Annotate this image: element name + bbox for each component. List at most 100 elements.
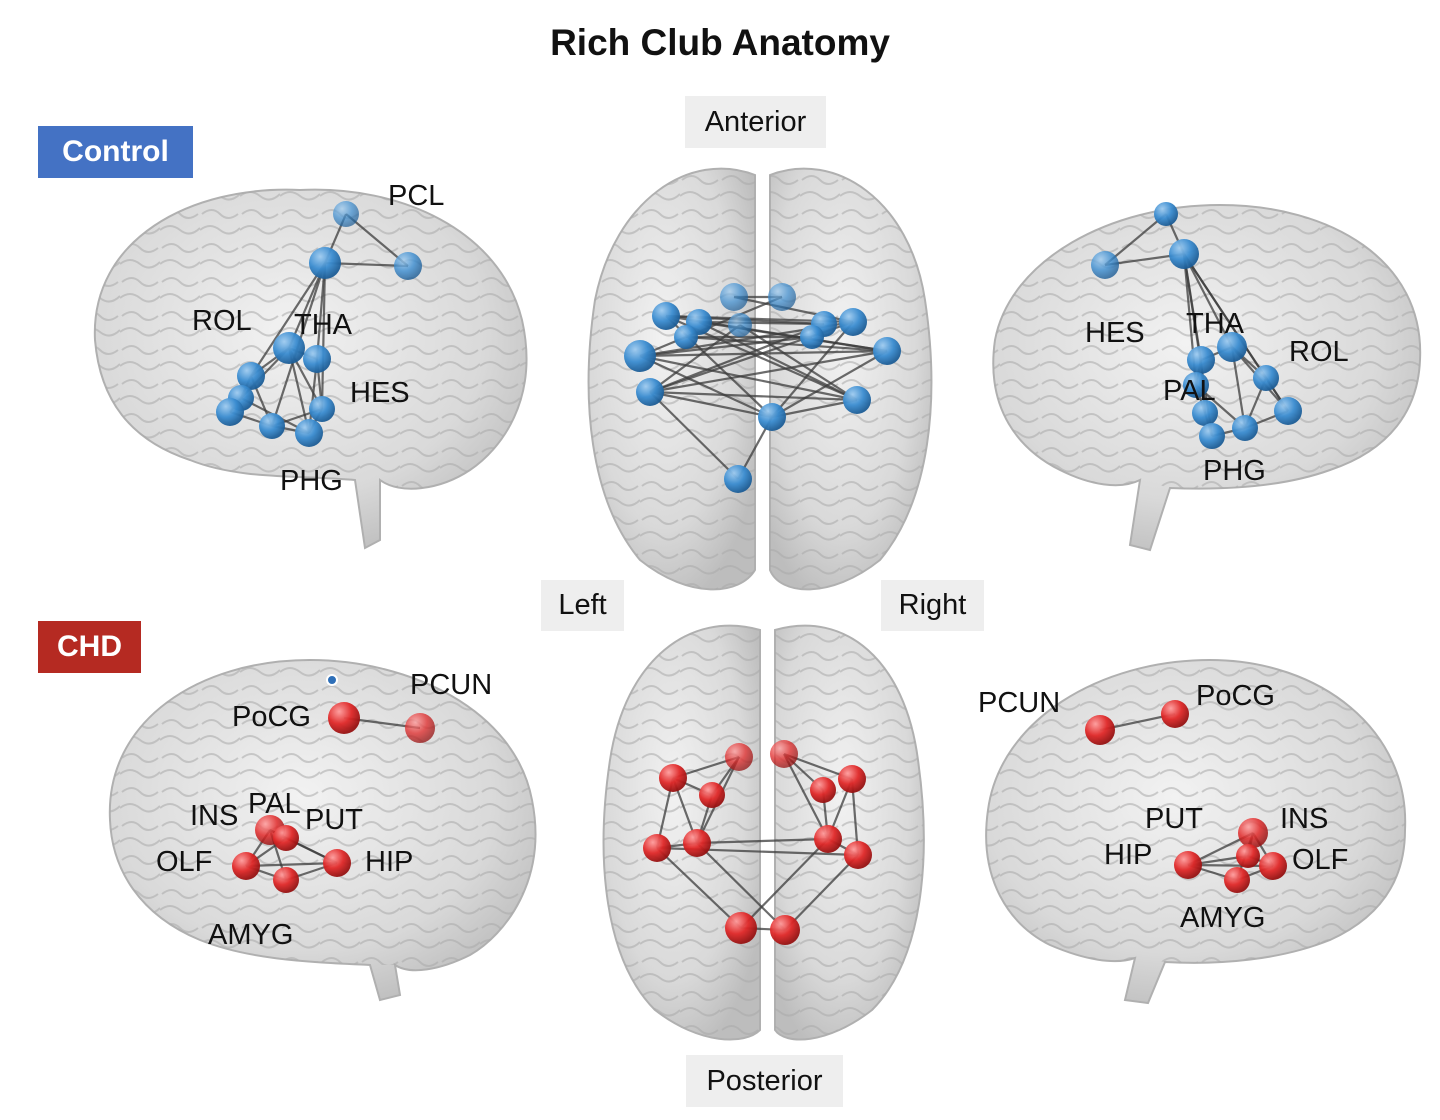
network-edge xyxy=(649,322,825,394)
network-node xyxy=(273,825,299,851)
network-node xyxy=(724,465,752,493)
network-node xyxy=(1199,423,1225,449)
network-edge xyxy=(649,324,741,393)
chd-group-badge: CHD xyxy=(38,621,141,673)
network-node xyxy=(323,849,351,877)
network-node xyxy=(1253,365,1279,391)
region-label-pocg: PoCG xyxy=(232,701,311,733)
network-edge xyxy=(649,390,858,402)
network-edge xyxy=(245,861,338,868)
network-node xyxy=(405,713,435,743)
network-node xyxy=(674,325,698,349)
region-label-hes: HES xyxy=(350,377,410,409)
region-label-phg: PHG xyxy=(1203,455,1266,487)
network-node xyxy=(1224,867,1250,893)
network-edge xyxy=(649,391,739,480)
chd-left-network xyxy=(232,702,435,893)
network-node xyxy=(216,398,244,426)
region-label-pcun: PCUN xyxy=(410,669,493,701)
chd-inferior-brain xyxy=(602,624,925,1041)
network-node xyxy=(1154,202,1178,226)
network-edge xyxy=(639,354,858,402)
network-node xyxy=(699,782,725,808)
network-node xyxy=(814,825,842,853)
network-edge xyxy=(771,321,854,418)
network-node xyxy=(1174,851,1202,879)
small-blue-dot-marker xyxy=(326,674,338,686)
region-label-pocg: PoCG xyxy=(1196,680,1275,712)
network-node xyxy=(1187,346,1215,374)
network-node xyxy=(295,419,323,447)
network-node xyxy=(1091,251,1119,279)
network-node xyxy=(273,867,299,893)
region-label-olf: OLF xyxy=(1292,844,1349,876)
network-node xyxy=(873,337,901,365)
network-node xyxy=(1274,397,1302,425)
control-right-lateral-brain xyxy=(992,203,1422,552)
network-edge xyxy=(1187,863,1274,868)
region-label-rol: ROL xyxy=(1289,336,1349,368)
network-node xyxy=(303,345,331,373)
control-superior-brain xyxy=(587,167,933,591)
network-edge xyxy=(696,842,786,931)
network-edge xyxy=(784,854,859,931)
network-node xyxy=(720,283,748,311)
network-edge xyxy=(771,398,858,419)
network-node xyxy=(309,247,341,279)
network-node xyxy=(839,308,867,336)
region-label-amyg: AMYG xyxy=(208,919,294,951)
network-node xyxy=(770,740,798,768)
region-label-rol: ROL xyxy=(192,305,252,337)
network-node xyxy=(1183,372,1209,398)
chd-inferior-network xyxy=(643,740,872,945)
network-edge xyxy=(656,847,742,929)
network-node xyxy=(758,403,786,431)
network-node xyxy=(1161,700,1189,728)
region-label-amyg: AMYG xyxy=(1180,902,1266,934)
network-node xyxy=(728,313,752,337)
network-node xyxy=(768,283,796,311)
chd-right-network xyxy=(1085,700,1287,893)
region-label-hip: HIP xyxy=(1104,839,1153,871)
network-edge xyxy=(698,321,858,401)
network-node xyxy=(1232,415,1258,441)
network-node xyxy=(1169,239,1199,269)
network-node xyxy=(273,332,305,364)
network-node xyxy=(636,378,664,406)
right-label: Right xyxy=(881,580,984,631)
network-edge xyxy=(739,324,858,401)
network-edge xyxy=(771,350,888,418)
network-node xyxy=(683,829,711,857)
region-label-tha: THA xyxy=(1186,308,1244,340)
network-node xyxy=(237,362,265,390)
region-label-put: PUT xyxy=(305,804,363,836)
control-left-network xyxy=(216,201,422,447)
region-label-olf: OLF xyxy=(156,846,213,878)
control-group-badge: Control xyxy=(38,126,193,178)
anterior-label: Anterior xyxy=(685,96,826,148)
network-node xyxy=(1238,818,1268,848)
region-label-put: PUT xyxy=(1145,803,1203,835)
network-node xyxy=(309,396,335,422)
network-node xyxy=(1085,715,1115,745)
region-label-tha: THA xyxy=(294,309,352,341)
network-node xyxy=(394,252,422,280)
region-label-hes: HES xyxy=(1085,317,1145,349)
network-edge xyxy=(740,838,829,929)
network-edge xyxy=(783,753,829,840)
network-node xyxy=(652,302,680,330)
region-label-pal: PAL xyxy=(248,788,301,820)
network-node xyxy=(659,764,687,792)
network-node xyxy=(259,413,285,439)
region-label-hip: HIP xyxy=(365,846,414,878)
network-node xyxy=(1217,332,1247,362)
network-edge xyxy=(696,837,829,845)
control-right-network xyxy=(1091,202,1302,449)
network-node xyxy=(1236,844,1260,868)
network-node xyxy=(624,340,656,372)
region-label-pcl: PCL xyxy=(388,180,445,212)
control-superior-network xyxy=(624,283,901,493)
network-node xyxy=(232,852,260,880)
network-edge xyxy=(1183,253,1233,348)
